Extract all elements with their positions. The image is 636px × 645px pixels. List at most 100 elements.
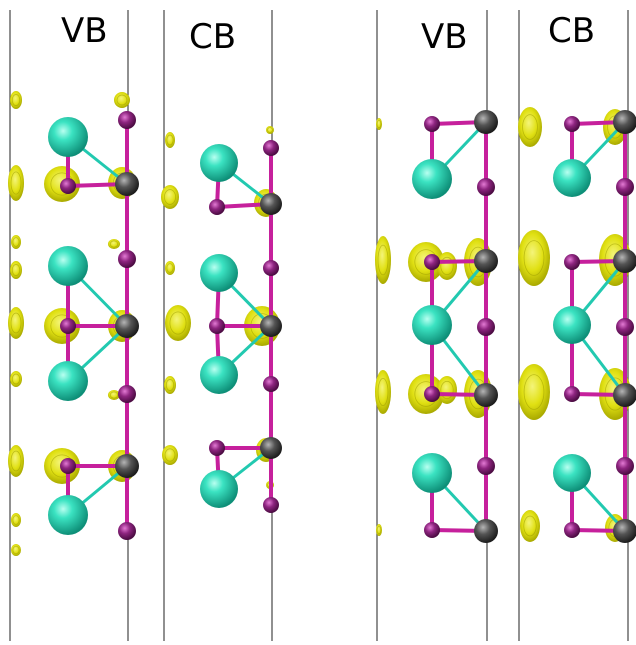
cyan-atom <box>200 254 238 292</box>
isosurface-contour <box>11 94 21 106</box>
gray-atom <box>115 454 139 478</box>
isosurface-lobe <box>10 91 22 109</box>
magenta-atom <box>477 318 495 336</box>
magenta-atom <box>424 522 440 538</box>
magenta-atom <box>209 318 225 334</box>
gray-atom <box>474 519 498 543</box>
isosurface-contour <box>523 240 545 276</box>
cyan-atom <box>412 453 452 493</box>
magenta-atom <box>209 199 225 215</box>
magenta-atom <box>263 376 279 392</box>
magenta-atom <box>564 522 580 538</box>
gray-atom <box>613 110 636 134</box>
isosurface-lobe <box>518 364 550 420</box>
panel-label-vb-2: VB <box>421 17 468 57</box>
magenta-atom <box>263 260 279 276</box>
isosurface-lobe <box>8 445 24 477</box>
gray-atom <box>474 249 498 273</box>
magenta-atom <box>60 318 76 334</box>
isosurface-contour <box>11 373 21 385</box>
gray-atom <box>613 249 636 273</box>
magenta-atom <box>60 458 76 474</box>
magenta-atom <box>477 178 495 196</box>
panel-label-cb-1: CB <box>189 17 237 57</box>
isosurface-contour <box>522 114 538 140</box>
isosurface-contour <box>109 391 119 399</box>
magenta-atom <box>118 385 136 403</box>
isosurface-contour <box>376 525 382 535</box>
gray-atom <box>260 193 282 215</box>
isosurface-contour <box>165 379 175 391</box>
panel-label-cb-2: CB <box>548 11 596 51</box>
isosurface-lobe <box>8 307 24 339</box>
isosurface-contour <box>10 450 22 472</box>
isosurface-contour <box>523 374 545 410</box>
gray-atom <box>115 314 139 338</box>
gray-atom <box>260 437 282 459</box>
cyan-atom <box>200 356 238 394</box>
cyan-atom <box>48 361 88 401</box>
isosurface-contour <box>12 545 20 555</box>
isosurface-contour <box>12 237 20 247</box>
gray-atom <box>613 383 636 407</box>
cyan-atom <box>48 246 88 286</box>
isosurface-lobe <box>375 236 391 284</box>
isosurface-contour <box>10 312 22 334</box>
isosurface-contour <box>440 380 454 400</box>
cyan-atom <box>48 117 88 157</box>
cyan-atom <box>48 495 88 535</box>
isosurface-contour <box>11 264 21 276</box>
isosurface-lobe <box>10 261 22 279</box>
gray-atom <box>613 519 636 543</box>
magenta-atom <box>118 111 136 129</box>
gray-atom <box>260 315 282 337</box>
gray-atom <box>474 383 498 407</box>
cyan-atom <box>200 470 238 508</box>
isosurface-contour <box>12 515 20 525</box>
magenta-atom <box>477 457 495 475</box>
magenta-atom <box>118 250 136 268</box>
isosurface-contour <box>116 94 128 106</box>
magenta-atom <box>424 116 440 132</box>
cyan-atom <box>553 306 591 344</box>
magenta-atom <box>616 318 634 336</box>
cyan-atom <box>553 159 591 197</box>
magenta-atom <box>60 178 76 194</box>
isosurface-contour <box>267 127 273 133</box>
isosurface-lobe <box>164 376 176 394</box>
isosurface-contour <box>164 448 176 462</box>
isosurface-contour <box>523 515 537 537</box>
isosurface-lobe <box>518 107 542 147</box>
isosurface-lobe <box>10 371 22 387</box>
isosurface-contour <box>164 189 176 205</box>
isosurface-lobe <box>114 92 130 108</box>
isosurface-contour <box>376 119 382 129</box>
magenta-atom <box>263 140 279 156</box>
magenta-atom <box>118 522 136 540</box>
isosurface-contour <box>169 311 187 335</box>
gray-atom <box>474 110 498 134</box>
cyan-atom <box>412 159 452 199</box>
isosurface-contour <box>440 256 454 276</box>
magenta-atom <box>209 440 225 456</box>
isosurface-lobe <box>165 132 175 148</box>
magenta-atom <box>263 497 279 513</box>
panel-label-vb-1: VB <box>61 11 108 51</box>
isosurface-contour <box>166 134 174 146</box>
isosurface-lobe <box>165 305 191 341</box>
isosurface-lobe <box>437 376 457 404</box>
isosurface-contour <box>166 263 174 273</box>
cyan-atom <box>412 305 452 345</box>
isosurface-contour <box>109 240 119 248</box>
isosurface-lobe <box>162 445 178 465</box>
isosurface-lobe <box>437 252 457 280</box>
isosurface-contour <box>377 377 389 407</box>
isosurface-contour <box>10 171 22 195</box>
cyan-atom <box>200 144 238 182</box>
magenta-atom <box>424 386 440 402</box>
magenta-atom <box>564 254 580 270</box>
isosurface-contour <box>377 244 389 276</box>
magenta-atom <box>616 178 634 196</box>
